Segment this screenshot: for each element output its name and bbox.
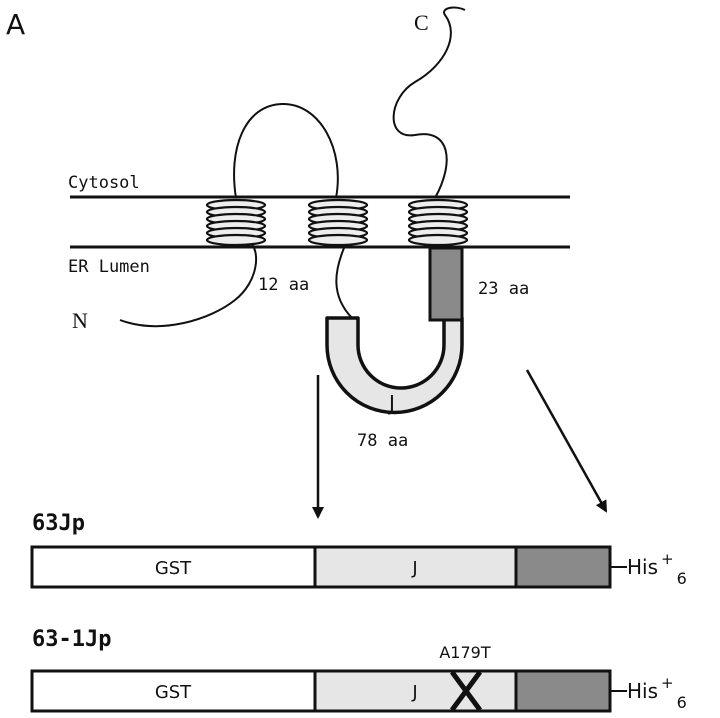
tm-tail-segment xyxy=(514,669,612,713)
arrow-to-tm-segment xyxy=(525,369,608,513)
his-tag-label: His+6 xyxy=(627,550,687,588)
j-segment xyxy=(313,669,518,713)
construct-63-1jp: 63-1Jp A179T GST J His+6 xyxy=(30,627,687,713)
loop2-length-label: 23 aa xyxy=(478,279,529,299)
mutation-label: A179T xyxy=(439,643,490,662)
construct-63jp: 63Jp GST J His+6 xyxy=(30,511,687,589)
tm-helix-3 xyxy=(407,198,469,247)
panel-label: A xyxy=(6,8,25,41)
gst-label: GST xyxy=(155,558,192,579)
j-label: J xyxy=(411,682,417,703)
cytosol-label: Cytosol xyxy=(68,173,140,193)
j-domain-hook xyxy=(325,316,464,415)
c-terminus-label: C xyxy=(414,10,429,35)
n-terminal-tail xyxy=(119,239,257,328)
his-tag-label: His+6 xyxy=(627,674,687,712)
construct-name: 63-1Jp xyxy=(32,627,111,652)
loop1-length-label: 12 aa xyxy=(258,275,309,295)
mutation-cross-icon xyxy=(449,670,483,712)
tm-helix-2 xyxy=(307,198,369,247)
j-domain-length-label: 78 aa xyxy=(357,431,408,451)
lumen-label: ER Lumen xyxy=(68,257,150,277)
tm-tail-segment xyxy=(514,545,612,589)
cytosolic-loop xyxy=(233,102,339,199)
construct-name: 63Jp xyxy=(32,511,85,536)
gst-segment xyxy=(30,669,317,713)
gst-label: GST xyxy=(155,682,192,703)
gst-segment xyxy=(30,545,317,589)
n-terminus-label: N xyxy=(72,308,88,333)
j-domain-label: J xyxy=(387,391,395,415)
luminal-loop-12aa xyxy=(335,247,353,319)
c-terminal-tail xyxy=(392,6,466,199)
j-label: J xyxy=(411,558,417,579)
tm-helix-1 xyxy=(205,198,267,247)
juxtamembrane-segment xyxy=(428,246,464,322)
